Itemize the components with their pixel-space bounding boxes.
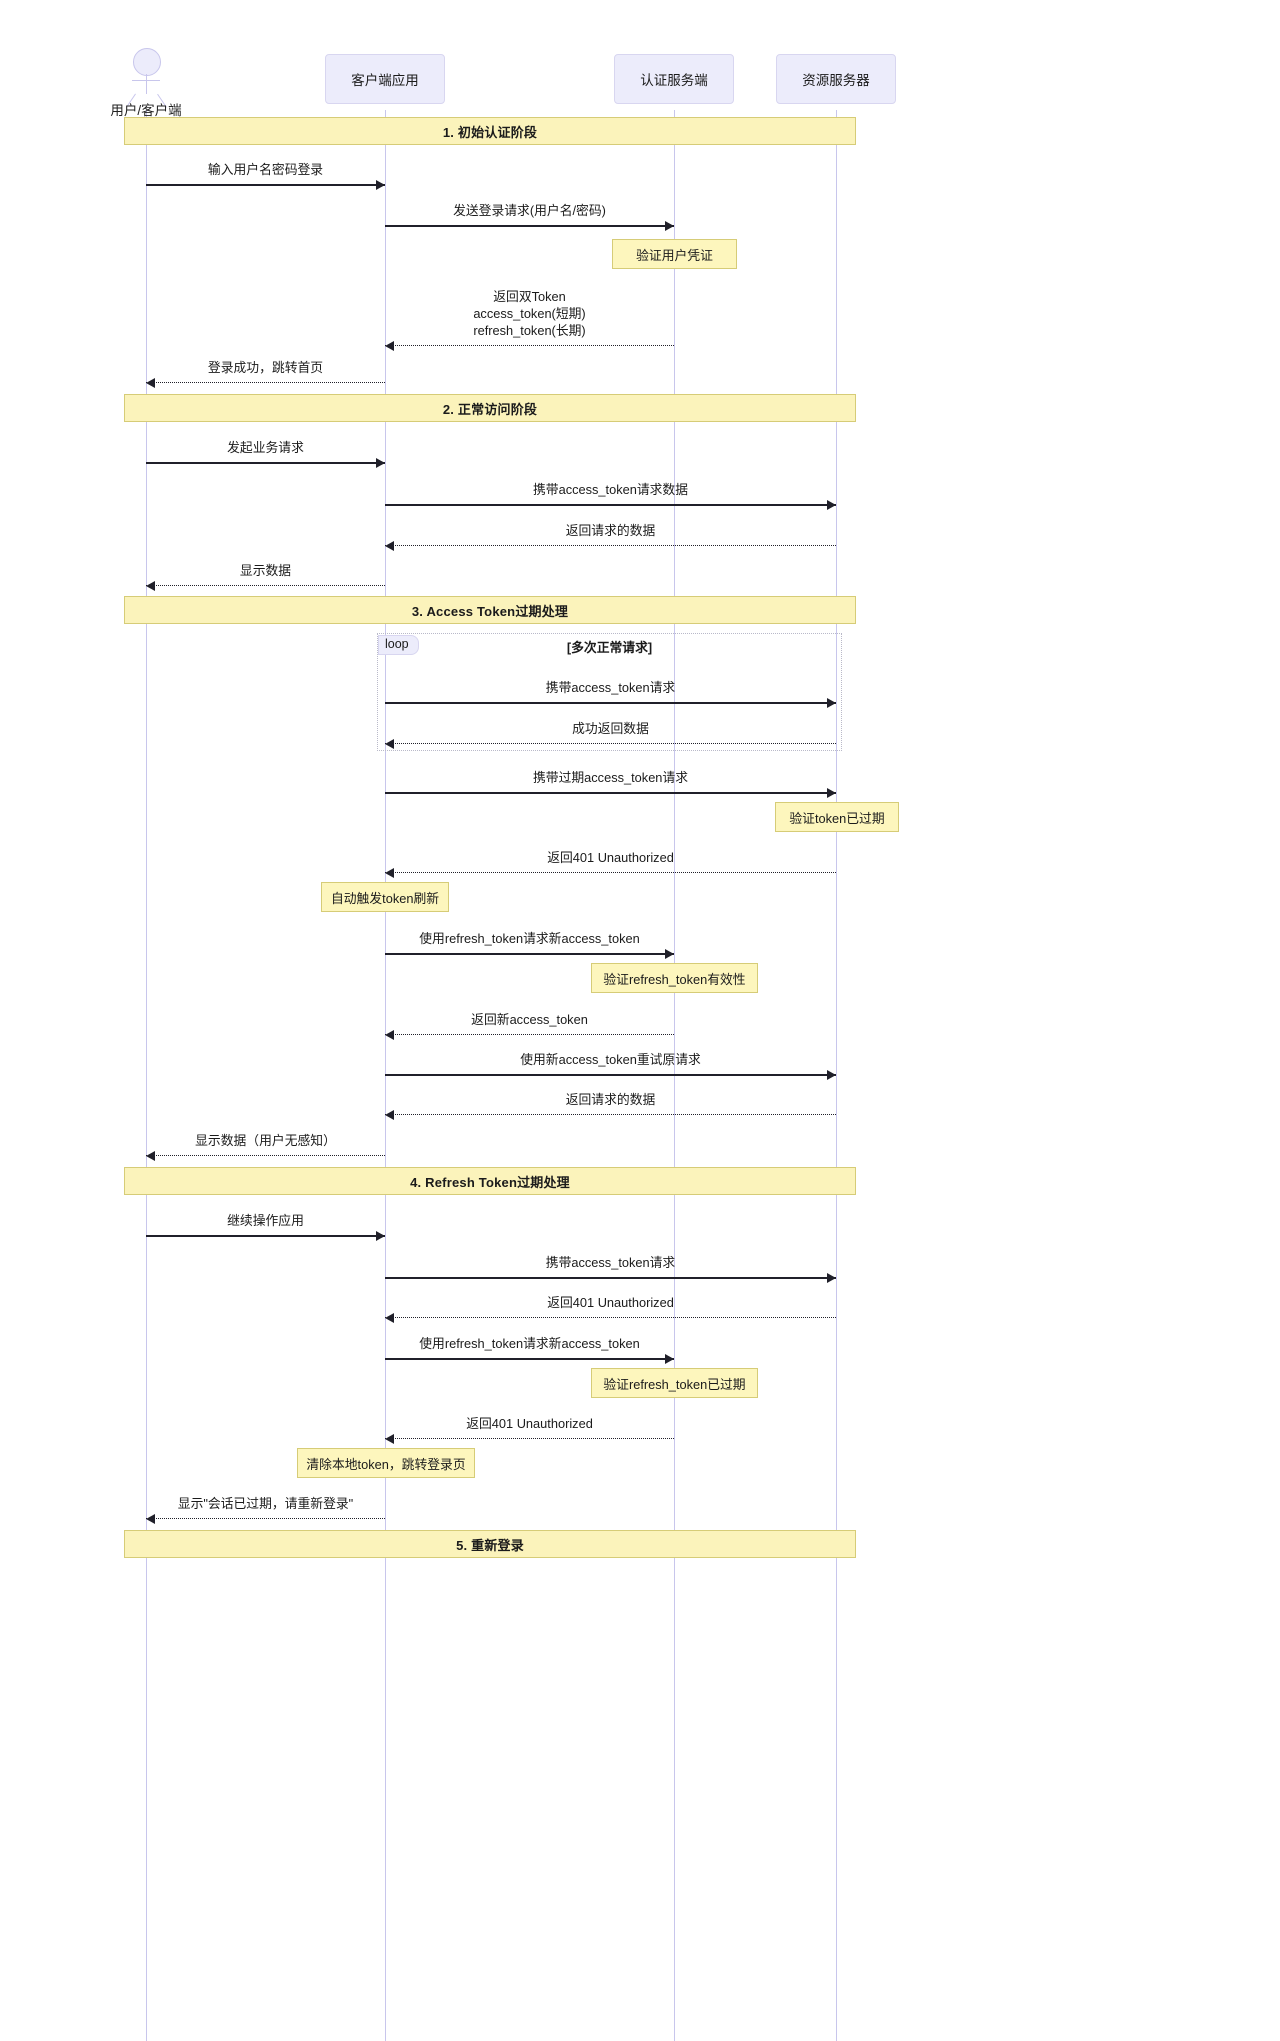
message-label-16: 返回请求的数据	[565, 1092, 656, 1107]
message-arrowhead-4	[146, 378, 155, 388]
message-line-9	[385, 702, 836, 704]
participant-auth[interactable]: 认证服务端	[614, 54, 734, 104]
note-2: 验证token已过期	[775, 802, 899, 832]
message-label-6: 携带access_token请求数据	[532, 482, 689, 497]
loop-block	[377, 633, 842, 751]
message-arrowhead-13	[665, 949, 674, 959]
message-arrowhead-5	[376, 458, 385, 468]
message-label-23: 显示"会话已过期，请重新登录"	[177, 1496, 354, 1511]
message-arrowhead-22	[385, 1434, 394, 1444]
message-arrowhead-7	[385, 541, 394, 551]
message-arrowhead-16	[385, 1110, 394, 1120]
message-label-10: 成功返回数据	[572, 721, 649, 736]
message-line-5	[146, 462, 385, 464]
message-line-4	[146, 382, 385, 383]
message-arrowhead-10	[385, 739, 394, 749]
message-line-23	[146, 1518, 385, 1519]
message-line-8	[146, 585, 385, 586]
message-line-10	[385, 743, 836, 744]
section-bar-1: 1. 初始认证阶段	[124, 117, 856, 145]
message-arrowhead-8	[146, 581, 155, 591]
message-arrowhead-1	[376, 180, 385, 190]
loop-condition-label: [多次正常请求]	[566, 640, 653, 655]
actor-arms-icon	[132, 80, 160, 82]
actor-body-icon	[146, 74, 148, 94]
message-line-16	[385, 1114, 836, 1115]
participant-label-user: 用户/客户端	[110, 103, 182, 118]
message-label-1: 输入用户名密码登录	[207, 162, 324, 177]
note-6: 清除本地token，跳转登录页	[297, 1448, 475, 1478]
message-label-19: 携带access_token请求	[545, 1255, 676, 1270]
message-line-14	[385, 1034, 674, 1035]
message-arrowhead-17	[146, 1151, 155, 1161]
message-label-17: 显示数据（用户无感知）	[195, 1133, 336, 1148]
note-1: 验证用户凭证	[612, 239, 737, 269]
participant-app[interactable]: 客户端应用	[325, 54, 445, 104]
message-arrowhead-12	[385, 868, 394, 878]
section-bar-3: 3. Access Token过期处理	[124, 596, 856, 624]
message-arrowhead-2	[665, 221, 674, 231]
message-line-19	[385, 1277, 836, 1279]
message-label-14: 返回新access_token	[471, 1012, 588, 1027]
message-arrowhead-9	[827, 698, 836, 708]
actor-head-icon	[133, 48, 161, 76]
message-label-11: 携带过期access_token请求	[532, 770, 689, 785]
message-line-6	[385, 504, 836, 506]
message-line-3	[385, 345, 674, 346]
section-bar-2: 2. 正常访问阶段	[124, 394, 856, 422]
lifeline-user	[146, 110, 147, 2041]
message-arrowhead-3	[385, 341, 394, 351]
message-arrowhead-6	[827, 500, 836, 510]
message-label-7: 返回请求的数据	[565, 523, 656, 538]
message-line-22	[385, 1438, 674, 1439]
message-label-4: 登录成功，跳转首页	[207, 360, 324, 375]
message-label-2: 发送登录请求(用户名/密码)	[453, 203, 606, 218]
message-arrowhead-20	[385, 1313, 394, 1323]
participant-res[interactable]: 资源服务器	[776, 54, 896, 104]
message-line-13	[385, 953, 674, 955]
message-line-20	[385, 1317, 836, 1318]
message-label-3: 返回双Token access_token(短期) refresh_token(…	[473, 289, 586, 338]
loop-tag-label: loop	[378, 635, 419, 655]
section-bar-5: 5. 重新登录	[124, 1530, 856, 1558]
message-label-13: 使用refresh_token请求新access_token	[419, 931, 640, 946]
message-label-8: 显示数据	[239, 563, 292, 578]
message-line-17	[146, 1155, 385, 1156]
message-arrowhead-18	[376, 1231, 385, 1241]
message-arrowhead-19	[827, 1273, 836, 1283]
message-label-5: 发起业务请求	[227, 440, 304, 455]
message-arrowhead-11	[827, 788, 836, 798]
message-label-9: 携带access_token请求	[545, 680, 676, 695]
message-arrowhead-14	[385, 1030, 394, 1040]
message-line-12	[385, 872, 836, 873]
message-line-7	[385, 545, 836, 546]
note-5: 验证refresh_token已过期	[591, 1368, 758, 1398]
message-line-1	[146, 184, 385, 186]
section-bar-4: 4. Refresh Token过期处理	[124, 1167, 856, 1195]
message-label-15: 使用新access_token重试原请求	[520, 1052, 701, 1067]
message-arrowhead-21	[665, 1354, 674, 1364]
message-arrowhead-23	[146, 1514, 155, 1524]
message-line-18	[146, 1235, 385, 1237]
note-4: 验证refresh_token有效性	[591, 963, 758, 993]
message-label-20: 返回401 Unauthorized	[547, 1295, 674, 1310]
message-label-12: 返回401 Unauthorized	[547, 850, 674, 865]
message-line-15	[385, 1074, 836, 1076]
note-3: 自动触发token刷新	[321, 882, 449, 912]
message-line-21	[385, 1358, 674, 1360]
message-line-2	[385, 225, 674, 227]
message-label-18: 继续操作应用	[227, 1213, 304, 1228]
message-arrowhead-15	[827, 1070, 836, 1080]
message-line-11	[385, 792, 836, 794]
lifeline-res	[836, 110, 837, 2041]
message-label-21: 使用refresh_token请求新access_token	[419, 1336, 640, 1351]
message-label-22: 返回401 Unauthorized	[466, 1416, 593, 1431]
